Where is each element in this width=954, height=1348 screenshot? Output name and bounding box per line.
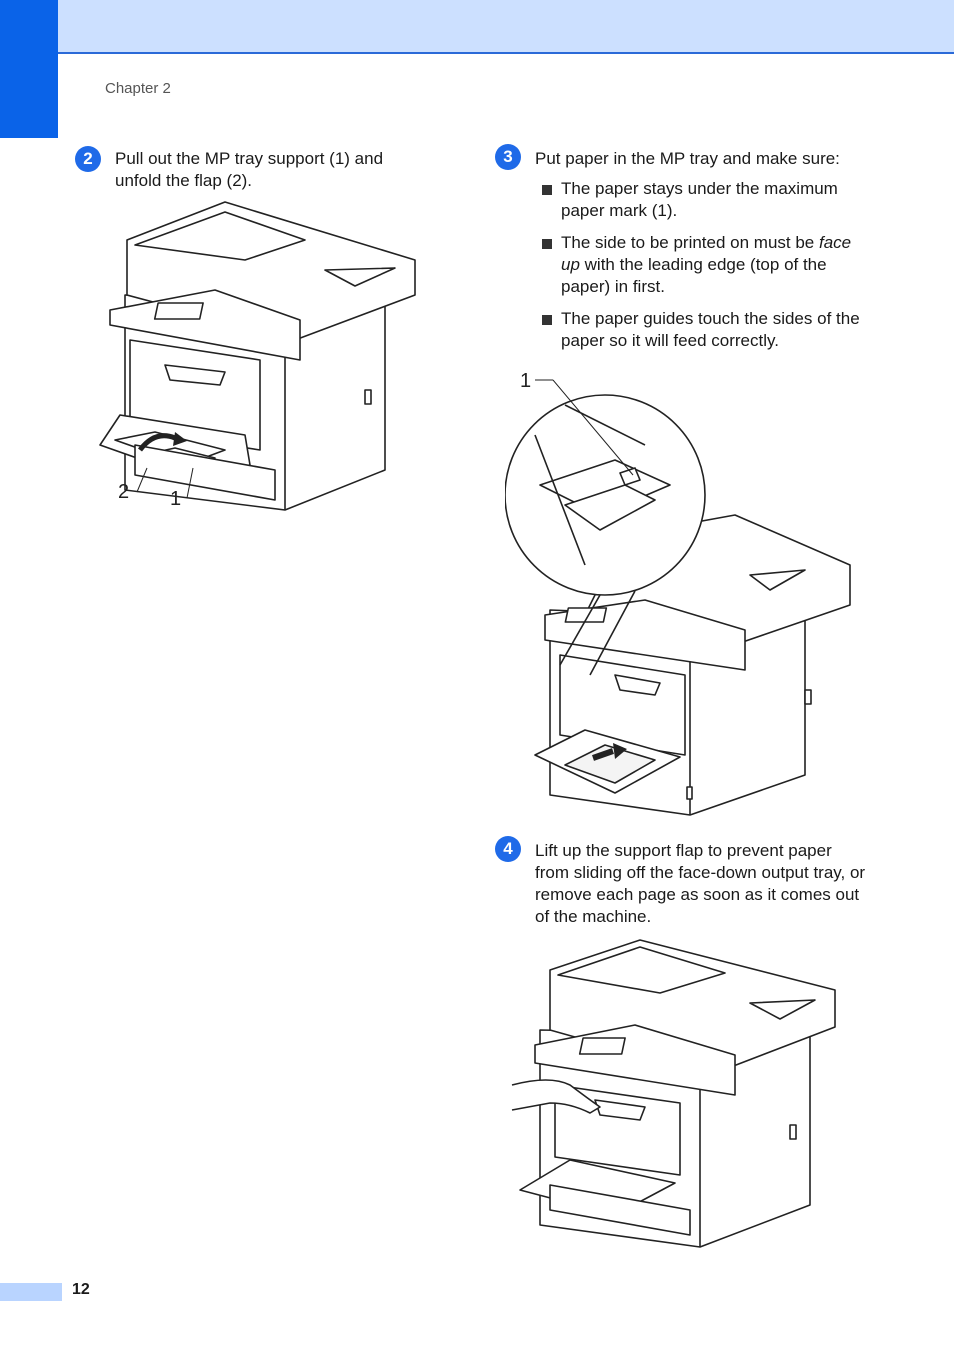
step-2-text: Pull out the MP tray support (1) and unf… [115, 149, 384, 190]
callout-1: 1 [520, 370, 531, 392]
figure-paper-in-mp-tray: 1 [505, 370, 851, 816]
bullet-item: The side to be printed on must be face u… [542, 232, 872, 298]
page-number: 12 [72, 1281, 90, 1298]
bullet-square-icon [542, 315, 552, 325]
step-4-badge: 4 [495, 836, 521, 862]
bullet-item: The paper guides touch the sides of the … [542, 308, 872, 352]
bullet-square-icon [542, 185, 552, 195]
bullet-square-icon [542, 239, 552, 249]
page-number-strip [0, 1283, 62, 1301]
step-2-badge: 2 [75, 146, 101, 172]
step-3-badge: 3 [495, 144, 521, 170]
figure-support-flap [511, 939, 836, 1248]
chapter-label: Chapter 2 [105, 80, 171, 97]
callout-1: 1 [170, 488, 181, 510]
step-4-text: Lift up the support flap to prevent pape… [535, 841, 866, 926]
chapter-tab [0, 0, 58, 138]
step-3-text: Put paper in the MP tray and make sure: [535, 149, 840, 168]
header-band [0, 0, 954, 54]
step-3-bullets: The paper stays under the maximum paper … [542, 178, 872, 362]
callout-2: 2 [118, 481, 129, 503]
bullet-item: The paper stays under the maximum paper … [542, 178, 872, 222]
figure-mp-tray-support: 2 1 [99, 201, 416, 511]
